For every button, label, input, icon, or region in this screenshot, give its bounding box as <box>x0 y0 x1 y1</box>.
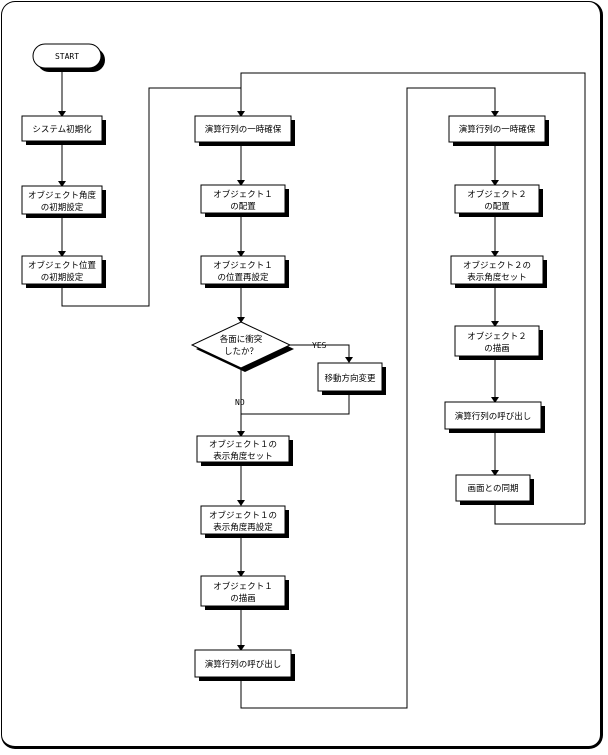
angle-init-label-2: の初期設定 <box>41 202 84 213</box>
obj2-place-label-1: オブジェクト２ <box>467 189 527 200</box>
box-pos-init: オブジェクト位置 の初期設定 <box>21 255 106 288</box>
angle-init-label-1: オブジェクト角度 <box>28 190 97 201</box>
obj2-angle-set-label-2: 表示角度セット <box>467 272 527 283</box>
box-obj1-draw: オブジェクト１ の描画 <box>200 575 289 610</box>
arrow-yes <box>290 344 353 363</box>
start-terminal: START <box>32 43 105 72</box>
obj2-place-label-2: の配置 <box>484 202 510 212</box>
box-matrix-save-1: 演算行列の一時確保 <box>194 115 295 146</box>
obj1-angle-set-label-2: 表示角度セット <box>213 451 273 462</box>
obj1-angle-set-label-1: オブジェクト１の <box>209 439 277 450</box>
matrix-save-2-label: 演算行列の一時確保 <box>459 124 536 135</box>
connector-col1-to-col2 <box>61 87 241 307</box>
box-obj2-angle-set: オブジェクト２の 表示角度セット <box>450 255 547 288</box>
connector-col2-to-col3 <box>240 87 499 709</box>
direction-change-label: 移動方向変更 <box>324 373 376 384</box>
box-angle-init: オブジェクト角度 の初期設定 <box>21 185 106 218</box>
box-obj1-place: オブジェクト１ の配置 <box>200 184 289 217</box>
pos-init-label-2: の初期設定 <box>41 272 84 283</box>
start-label: START <box>55 52 79 61</box>
obj2-angle-set-label-1: オブジェクト２の <box>463 260 531 271</box>
box-obj1-angle-set: オブジェクト１の 表示角度セット <box>196 435 293 466</box>
box-matrix-restore-1: 演算行列の呼び出し <box>194 649 295 681</box>
screen-sync-label: 画面との同期 <box>468 484 519 494</box>
box-matrix-save-2: 演算行列の一時確保 <box>448 115 549 146</box>
connectors <box>58 70 586 709</box>
box-screen-sync: 画面との同期 <box>455 474 534 505</box>
obj1-place-label-1: オブジェクト１ <box>213 189 273 200</box>
box-obj1-angle-reset: オブジェクト１の 表示角度再設定 <box>200 505 289 538</box>
matrix-restore-2-label: 演算行列の呼び出し <box>455 411 532 422</box>
box-matrix-restore-2: 演算行列の呼び出し <box>444 401 545 433</box>
pos-init-label-1: オブジェクト位置 <box>28 260 97 271</box>
obj1-angle-reset-label-2: 表示角度再設定 <box>213 522 273 533</box>
box-obj2-draw: オブジェクト２ の描画 <box>454 325 543 360</box>
box-obj1-reposition: オブジェクト１ の位置再設定 <box>200 255 289 288</box>
obj2-draw-label-2: の描画 <box>484 343 510 354</box>
box-system-init: システム初期化 <box>21 115 106 145</box>
obj1-draw-label-2: の描画 <box>230 593 256 604</box>
connector-col3-loop <box>494 503 585 525</box>
no-label: NO <box>235 398 245 407</box>
matrix-restore-1-label: 演算行列の呼び出し <box>205 659 282 670</box>
matrix-save-1-label: 演算行列の一時確保 <box>205 124 282 135</box>
box-direction-change: 移動方向変更 <box>317 362 386 395</box>
obj1-reposition-label-2: の位置再設定 <box>217 272 269 283</box>
loop-return-line <box>237 72 586 524</box>
obj1-reposition-label-1: オブジェクト１ <box>213 260 273 271</box>
decision-label-1: 各面に衝突 <box>220 334 263 345</box>
obj1-draw-label-1: オブジェクト１ <box>213 581 273 592</box>
decision-label-2: したか？ <box>224 347 258 357</box>
system-init-label: システム初期化 <box>32 124 92 135</box>
obj2-draw-label-1: オブジェクト２ <box>467 331 527 342</box>
decision-collision: 各面に衝突 したか？ <box>190 321 294 372</box>
box-obj2-place: オブジェクト２ の配置 <box>454 184 543 217</box>
connector-direction-merge <box>241 395 350 415</box>
obj1-angle-reset-label-1: オブジェクト１の <box>209 510 277 521</box>
yes-label: YES <box>312 341 327 350</box>
obj1-place-label-2: の配置 <box>230 202 256 212</box>
